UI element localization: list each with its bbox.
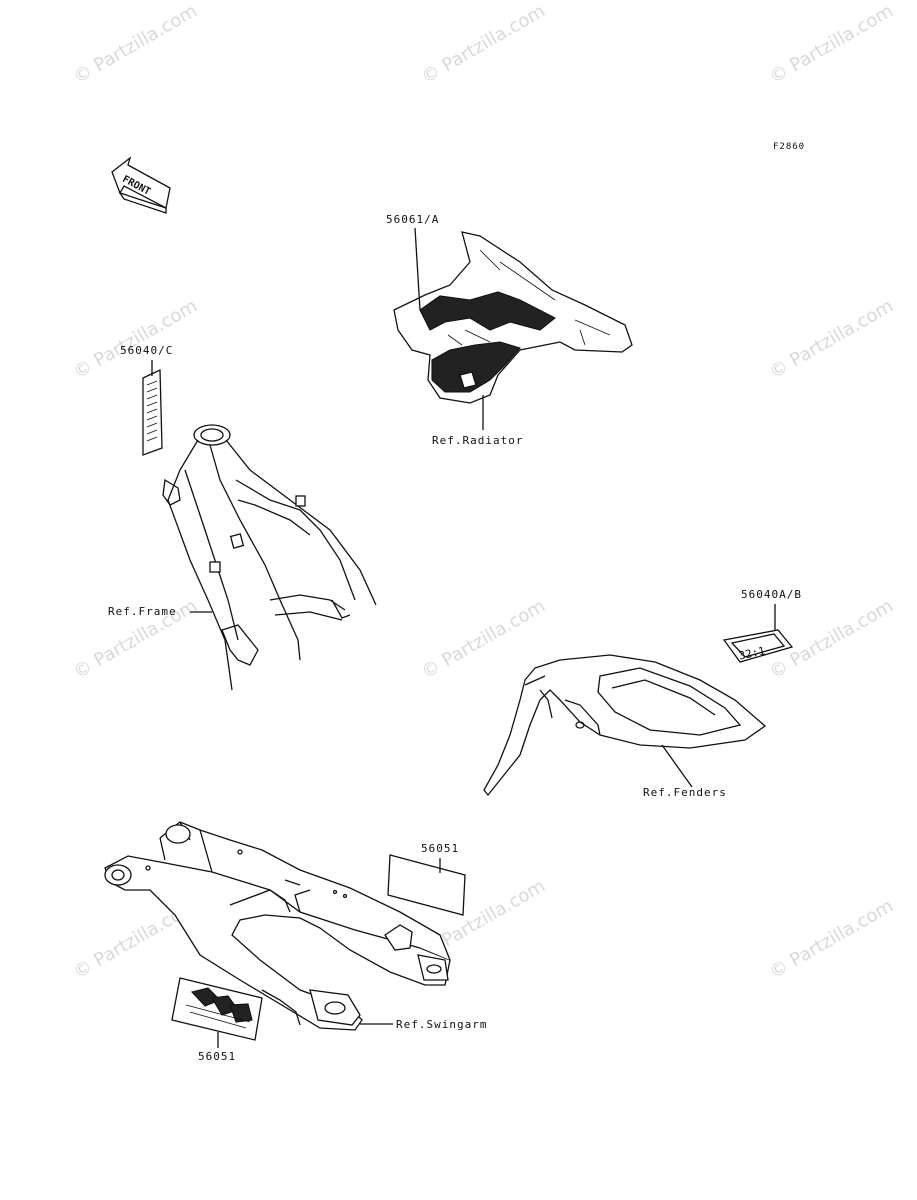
swingarm-decal-bottom <box>171 977 263 1048</box>
frame-decal <box>142 360 163 456</box>
part-number-56040-c[interactable]: 56040/C <box>120 344 174 357</box>
leader-line <box>661 744 693 788</box>
leader-line <box>414 227 421 311</box>
ref-swingarm-label[interactable]: Ref.Swingarm <box>396 1018 488 1031</box>
fender-decal-text: 32:1 <box>738 644 767 662</box>
part-number-56051-bottom[interactable]: 56051 <box>198 1050 237 1063</box>
part-number-56040a-b[interactable]: 56040A/B <box>741 588 802 601</box>
swingarm-drawing <box>104 821 451 1031</box>
front-arrow-icon: FRONT <box>111 156 171 214</box>
radiator-shroud-decal <box>393 227 633 430</box>
part-number-56051-top[interactable]: 56051 <box>421 842 460 855</box>
figure-code: F2860 <box>773 142 806 152</box>
swingarm-decal-top <box>387 854 466 916</box>
part-number-56061-a[interactable]: 56061/A <box>386 213 440 226</box>
fender-decal: 32:1 <box>722 604 794 663</box>
frame-drawing <box>162 424 377 691</box>
ref-frame-label[interactable]: Ref.Frame <box>108 605 177 618</box>
ref-radiator-label[interactable]: Ref.Radiator <box>432 434 524 447</box>
rear-fender-drawing <box>483 654 767 797</box>
ref-fenders-label[interactable]: Ref.Fenders <box>643 786 727 799</box>
